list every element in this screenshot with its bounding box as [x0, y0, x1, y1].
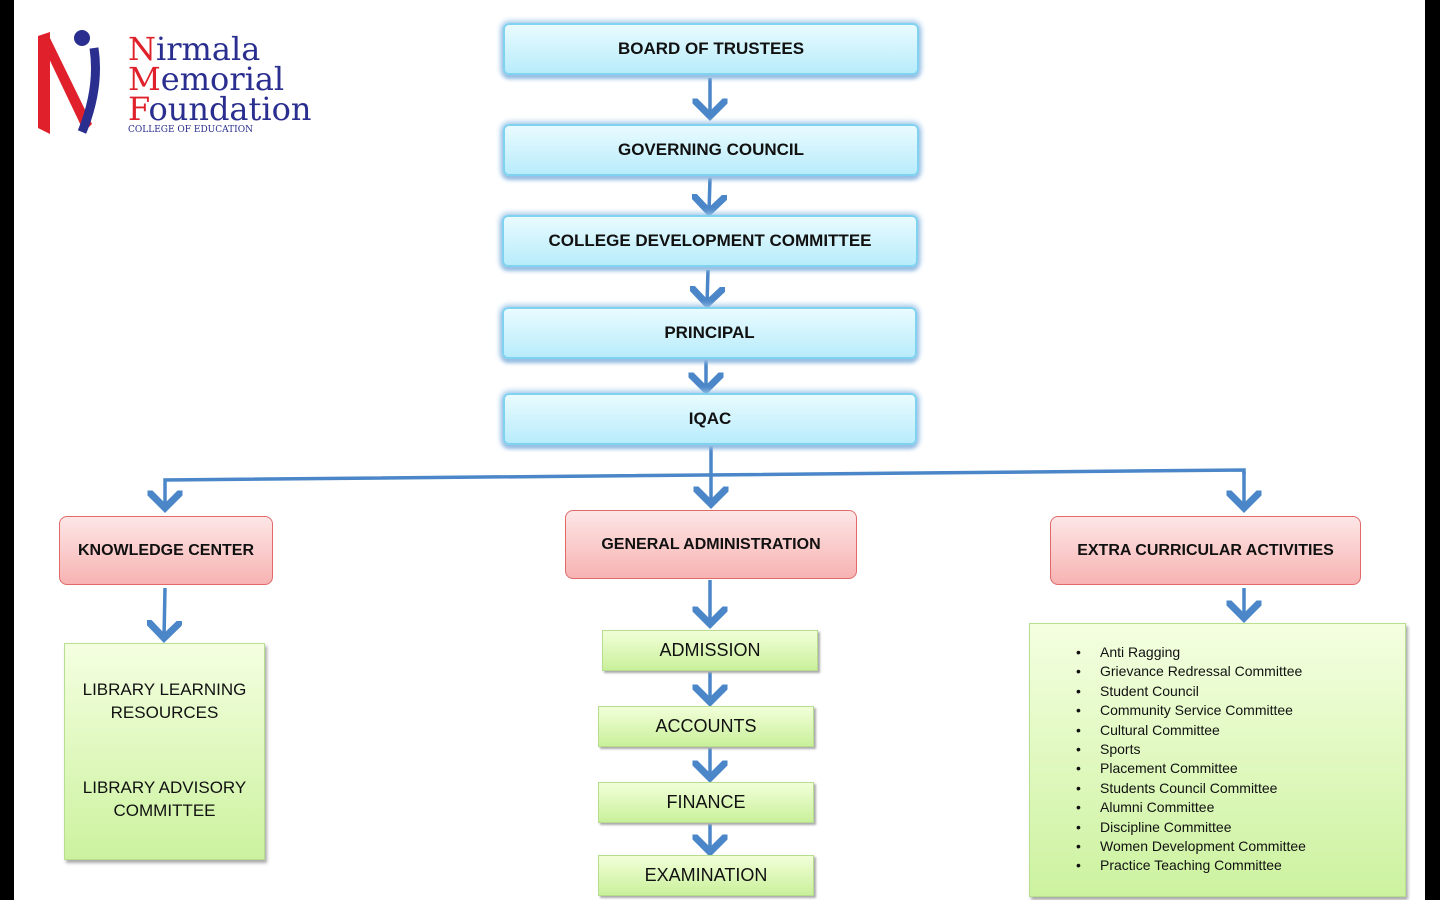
- extra-curricular-note: Anti RaggingGrievance Redressal Committe…: [1029, 623, 1406, 897]
- extra-curricular-item: Sports: [1076, 740, 1405, 760]
- library-advisory-committee-text: LIBRARY ADVISORY COMMITTEE: [82, 778, 247, 820]
- org-chart-canvas: Nirmala Memorial Foundation COLLEGE OF E…: [14, 0, 1425, 900]
- extra-curricular-item: Placement Committee: [1076, 759, 1405, 779]
- foundation-logo: Nirmala Memorial Foundation COLLEGE OF E…: [36, 28, 311, 138]
- logo-subtitle: COLLEGE OF EDUCATION: [128, 125, 253, 135]
- general-administration-box: GENERAL ADMINISTRATION: [565, 510, 857, 579]
- board-of-trustees-box: BOARD OF TRUSTEES: [503, 23, 919, 75]
- college-development-committee-box: COLLEGE DEVELOPMENT COMMITTEE: [502, 215, 918, 267]
- extra-curricular-item: Alumni Committee: [1076, 798, 1405, 818]
- connector-lines: [14, 78, 1425, 900]
- extra-curricular-item: Students Council Committee: [1076, 779, 1405, 799]
- extra-curricular-item: Grievance Redressal Committee: [1076, 662, 1405, 682]
- extra-curricular-activities-box: EXTRA CURRICULAR ACTIVITIES: [1050, 516, 1361, 585]
- extra-curricular-item: Community Service Committee: [1076, 701, 1405, 721]
- extra-curricular-item: Women Development Committee: [1076, 837, 1405, 857]
- finance-box: FINANCE: [598, 782, 814, 823]
- accounts-box: ACCOUNTS: [598, 706, 814, 747]
- logo-line-1: Nirmala: [128, 30, 261, 68]
- principal-box: PRINCIPAL: [502, 307, 917, 359]
- extra-curricular-list: Anti RaggingGrievance Redressal Committe…: [1030, 643, 1405, 876]
- knowledge-center-box: KNOWLEDGE CENTER: [59, 516, 273, 585]
- extra-curricular-item: Cultural Committee: [1076, 721, 1405, 741]
- extra-curricular-item: Anti Ragging: [1076, 643, 1405, 663]
- extra-curricular-item: Practice Teaching Committee: [1076, 856, 1405, 876]
- extra-curricular-item: Student Council: [1076, 682, 1405, 702]
- logo-line-2: Memorial: [128, 60, 285, 98]
- library-learning-resources-text: LIBRARY LEARNING RESOURCES: [82, 680, 247, 722]
- logo-emblem-icon: [38, 30, 100, 134]
- iqac-box: IQAC: [503, 393, 917, 445]
- examination-box: EXAMINATION: [598, 855, 814, 896]
- logo-line-3: Foundation: [128, 90, 312, 128]
- admission-box: ADMISSION: [602, 630, 818, 671]
- extra-curricular-item: Discipline Committee: [1076, 818, 1405, 838]
- governing-council-box: GOVERNING COUNCIL: [503, 124, 919, 176]
- knowledge-center-note: LIBRARY LEARNING RESOURCES LIBRARY ADVIS…: [64, 643, 265, 860]
